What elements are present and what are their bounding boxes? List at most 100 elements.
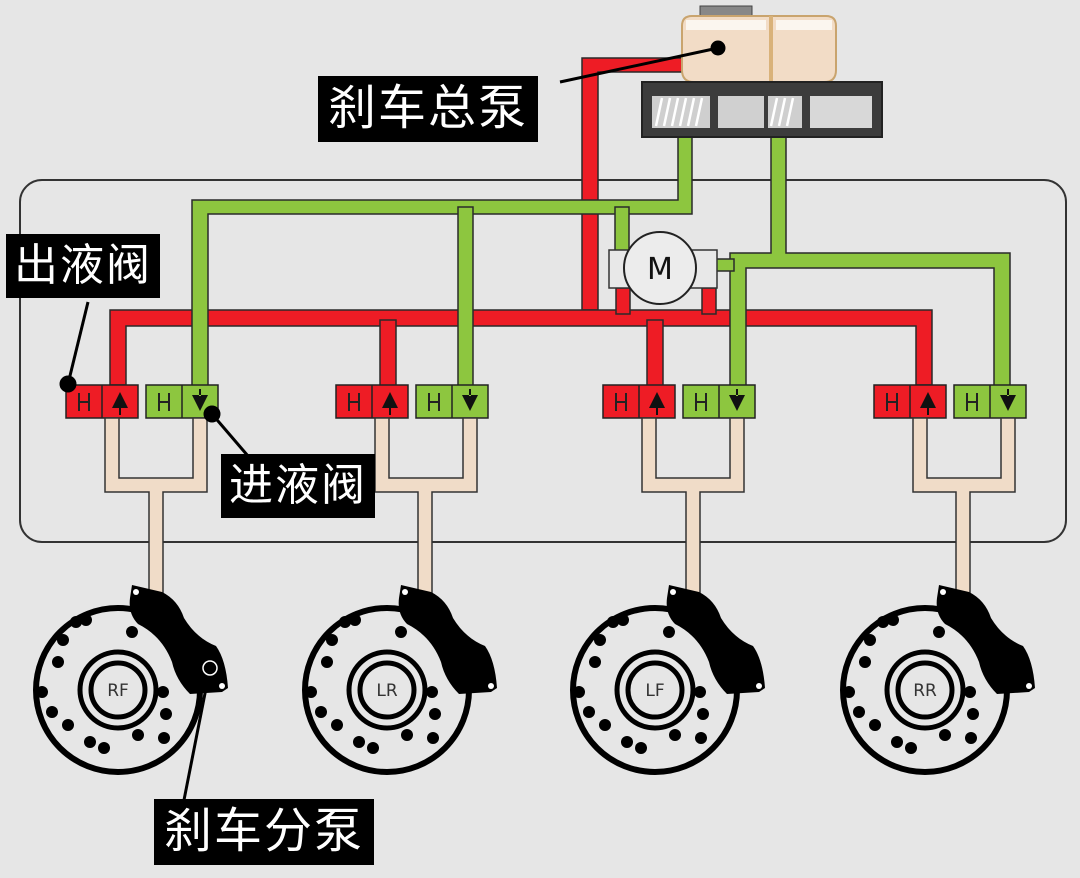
vent-hole bbox=[589, 656, 601, 668]
valve-group-lr bbox=[335, 384, 489, 419]
vent-hole bbox=[157, 686, 169, 698]
vent-hole bbox=[697, 708, 709, 720]
vent-hole bbox=[599, 719, 611, 731]
wheel-pipe-rf bbox=[104, 417, 208, 601]
vent-hole bbox=[70, 616, 82, 628]
vent-hole bbox=[158, 732, 170, 744]
vent-hole bbox=[339, 616, 351, 628]
vent-hole bbox=[939, 729, 951, 741]
wheel-pipe-path bbox=[374, 417, 478, 601]
vent-hole bbox=[321, 656, 333, 668]
open-port-icon bbox=[966, 393, 978, 411]
vent-hole bbox=[305, 686, 317, 698]
leader-lines bbox=[59, 40, 726, 801]
supply-motor-right bbox=[715, 258, 735, 272]
inlet-valve bbox=[682, 384, 756, 419]
leader-master bbox=[559, 46, 719, 84]
motor-circle bbox=[623, 231, 697, 305]
brake-caliper bbox=[666, 585, 765, 694]
vent-hole bbox=[853, 706, 865, 718]
valve-group-rf bbox=[65, 384, 219, 419]
vent-hole bbox=[887, 614, 899, 626]
brake-caliper bbox=[936, 585, 1035, 694]
abs-unit-housing bbox=[19, 179, 1067, 543]
caliper-bolt bbox=[670, 589, 676, 595]
piston-1 bbox=[718, 96, 764, 128]
wheel-pipe-lr bbox=[374, 417, 478, 601]
wheel-pipe-rr bbox=[912, 417, 1016, 601]
caliper-bolt bbox=[133, 589, 139, 595]
vent-hole bbox=[132, 729, 144, 741]
closed-port-icon bbox=[886, 393, 898, 411]
outlet-valve bbox=[873, 384, 947, 419]
leader-inlet bbox=[210, 413, 250, 457]
arrow-down-icon bbox=[192, 389, 208, 411]
vent-hole bbox=[891, 736, 903, 748]
caliper-bolt bbox=[402, 589, 408, 595]
pump-motor: M bbox=[608, 231, 718, 305]
wheel-pipe-path bbox=[641, 417, 745, 601]
hub-ring-inner bbox=[357, 660, 417, 720]
hub-ring-outer bbox=[346, 649, 428, 731]
vent-hole bbox=[843, 686, 855, 698]
supply-branch-motor bbox=[614, 206, 630, 252]
hub-ring-inner bbox=[625, 660, 685, 720]
vent-hole bbox=[864, 634, 876, 646]
vent-hole bbox=[607, 616, 619, 628]
supply-lines bbox=[191, 127, 1011, 389]
wheel-label-rf: RF bbox=[107, 681, 129, 701]
hub-ring-inner bbox=[895, 660, 955, 720]
return-motor-right bbox=[701, 287, 717, 315]
motor-label: M bbox=[647, 252, 673, 287]
outlet-valve-label: 出液阀 bbox=[6, 234, 160, 298]
vent-hole bbox=[80, 614, 92, 626]
reservoir-highlight-left bbox=[686, 20, 766, 30]
caliper-bolt bbox=[488, 683, 494, 689]
vent-hole bbox=[331, 719, 343, 731]
reservoir-highlight-right bbox=[776, 20, 832, 30]
outlet-valve bbox=[65, 384, 139, 419]
valve-group-rr bbox=[873, 384, 1027, 419]
caliper-bolt bbox=[756, 683, 762, 689]
open-port-icon bbox=[158, 393, 170, 411]
caliper-bolt bbox=[940, 589, 946, 595]
outlet-valve bbox=[602, 384, 676, 419]
vent-hole bbox=[573, 686, 585, 698]
vent-hole bbox=[426, 686, 438, 698]
arrow-down-icon bbox=[1000, 389, 1016, 411]
vent-hole bbox=[964, 686, 976, 698]
leader-dot-caliper bbox=[202, 660, 218, 676]
open-port-icon bbox=[428, 393, 440, 411]
master-cylinder-label: 刹车总泵 bbox=[318, 76, 539, 142]
vent-hole bbox=[933, 626, 945, 638]
vent-hole bbox=[52, 656, 64, 668]
arrow-down-icon bbox=[462, 389, 478, 411]
vent-hole bbox=[967, 708, 979, 720]
wheel-pipe-path bbox=[912, 417, 1016, 601]
vent-hole bbox=[694, 686, 706, 698]
leader-dot-master bbox=[710, 40, 726, 56]
wheel-pipe-path bbox=[104, 417, 208, 601]
wheel-brake-rf: RF bbox=[33, 585, 228, 775]
vent-hole bbox=[46, 706, 58, 718]
spring-coils-1 bbox=[654, 97, 704, 127]
vent-hole bbox=[160, 708, 172, 720]
leader-dot-inlet bbox=[203, 405, 221, 423]
wheel-cylinder-label: 刹车分泵 bbox=[154, 799, 375, 865]
vent-hole bbox=[326, 634, 338, 646]
return-branch-lf bbox=[646, 319, 664, 387]
inlet-valve bbox=[415, 384, 489, 419]
wheel-brake-lr: LR bbox=[302, 585, 497, 775]
wheel-brake-rr: RR bbox=[840, 585, 1035, 775]
leader-caliper bbox=[182, 667, 212, 801]
return-line-main bbox=[109, 309, 933, 386]
open-port-icon bbox=[695, 393, 707, 411]
vent-hole bbox=[98, 742, 110, 754]
vent-hole bbox=[427, 732, 439, 744]
arrow-up-icon bbox=[920, 392, 936, 415]
vent-hole bbox=[349, 614, 361, 626]
wheel-label-lf: LF bbox=[645, 681, 664, 701]
vent-hole bbox=[965, 732, 977, 744]
vent-hole bbox=[663, 626, 675, 638]
